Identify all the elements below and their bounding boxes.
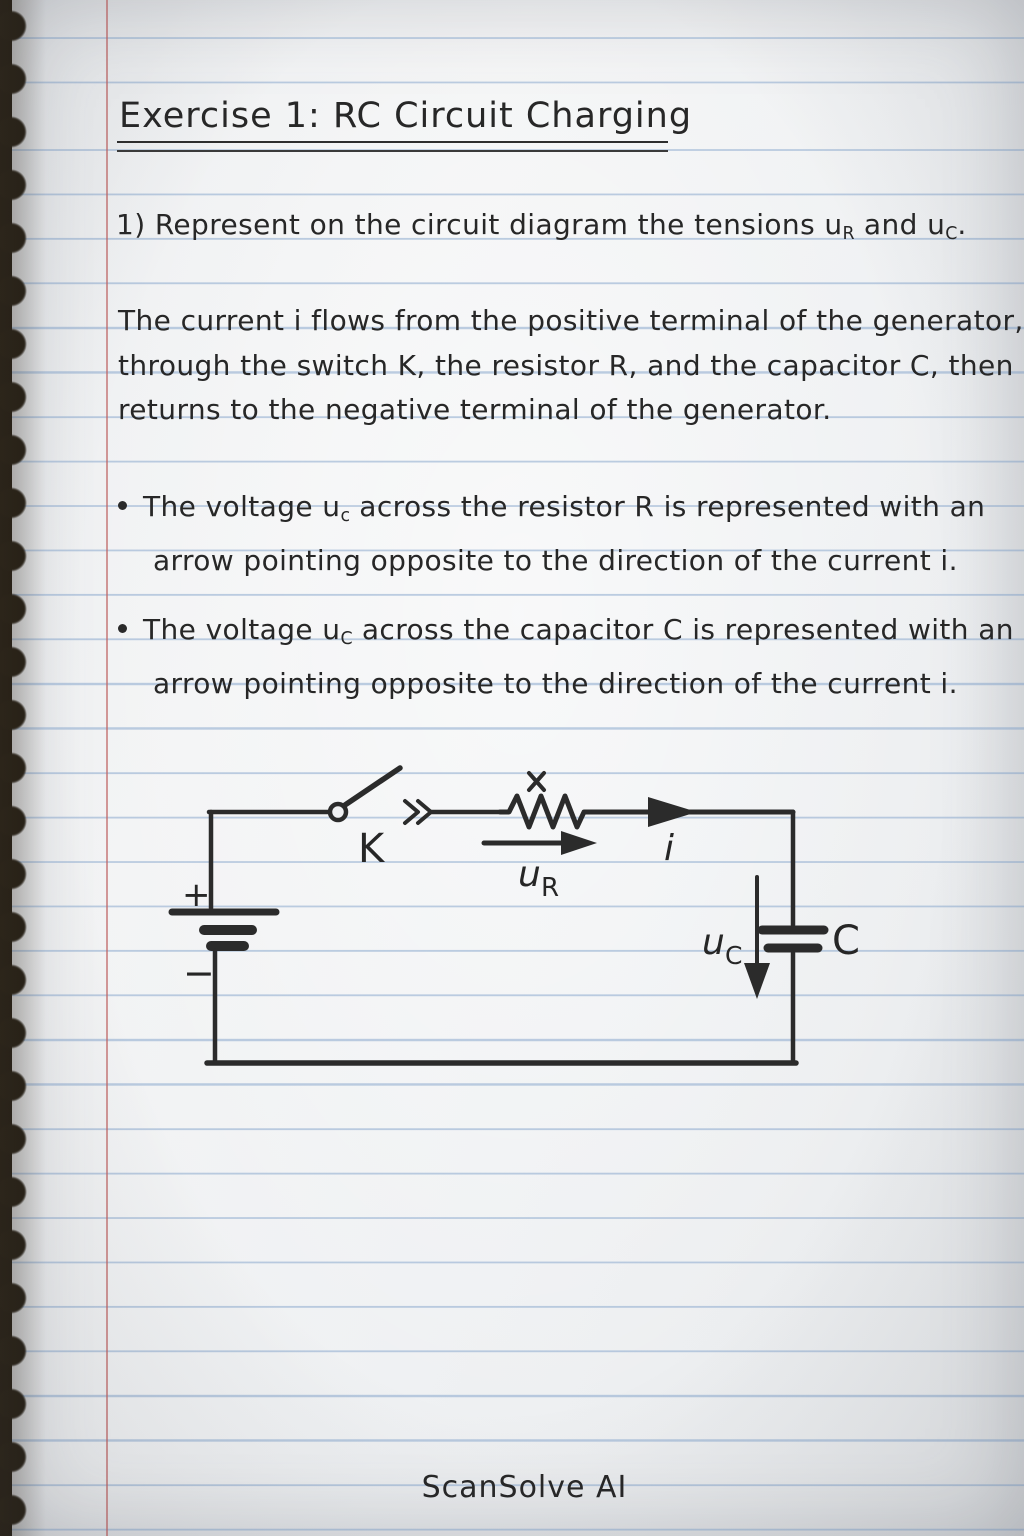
- bullet-line: arrow pointing opposite to the direction…: [153, 666, 958, 700]
- footer-watermark: ScanSolve AI: [421, 1470, 628, 1505]
- ur-arrowhead: [561, 831, 597, 855]
- paragraph-line: returns to the negative terminal of the …: [118, 393, 832, 426]
- bullet-line: The voltage uC across the capacitor C is…: [143, 613, 1014, 650]
- switch-lever: [342, 765, 403, 808]
- red-margin-line: [106, 0, 108, 1536]
- battery-minus-label: −: [183, 951, 215, 995]
- page-title: Exercise 1: RC Circuit Charging: [119, 96, 693, 136]
- uc-label-base: u: [702, 922, 725, 963]
- title-underline: [117, 141, 668, 152]
- ur-label-base: u: [518, 854, 541, 895]
- bullet-line: The voltage uc across the resistor R is …: [143, 490, 986, 527]
- paragraph-line: through the switch K, the resistor R, an…: [118, 348, 1014, 382]
- bullet-dot: [118, 501, 127, 510]
- bullet-line: arrow pointing opposite to the direction…: [153, 543, 958, 577]
- uc-label-sub: C: [725, 941, 742, 970]
- description-paragraph: The current i flows from the positive te…: [118, 299, 1024, 433]
- resistor-symbol: [497, 793, 596, 830]
- question-text: 1) Represent on the circuit diagram the …: [116, 208, 825, 241]
- bullet-item-resistor: The voltage uc across the resistor R is …: [118, 485, 985, 583]
- uc-arrowhead: [744, 963, 770, 999]
- spine-shadow: [0, 0, 46, 1536]
- voltage-symbol: uC: [322, 613, 353, 650]
- paper-sheet: [12, 0, 1024, 1536]
- current-label: i: [664, 828, 674, 869]
- battery-plus-label: +: [182, 875, 211, 915]
- voltage-symbol: uc: [322, 490, 350, 527]
- bullet-item-capacitor: The voltage uC across the capacitor C is…: [118, 608, 1014, 706]
- paragraph-line: The current i flows from the positive te…: [118, 304, 1024, 337]
- ur-label-sub: R: [541, 873, 559, 903]
- bullet-dot: [118, 624, 127, 633]
- voltage-symbol-uc: uC: [927, 208, 958, 245]
- current-arrowhead: [648, 797, 697, 827]
- resistor-mark-x: [527, 771, 546, 792]
- question-line: 1) Represent on the circuit diagram the …: [116, 208, 967, 245]
- switch-label: K: [358, 826, 386, 872]
- voltage-symbol-ur: uR: [824, 208, 855, 245]
- ruled-lines: [12, 0, 1024, 1536]
- capacitor-label: C: [832, 918, 860, 964]
- current-chevron-icon: [403, 799, 433, 825]
- spiral-binding-holes: [0, 0, 34, 1536]
- switch-pivot: [327, 801, 349, 823]
